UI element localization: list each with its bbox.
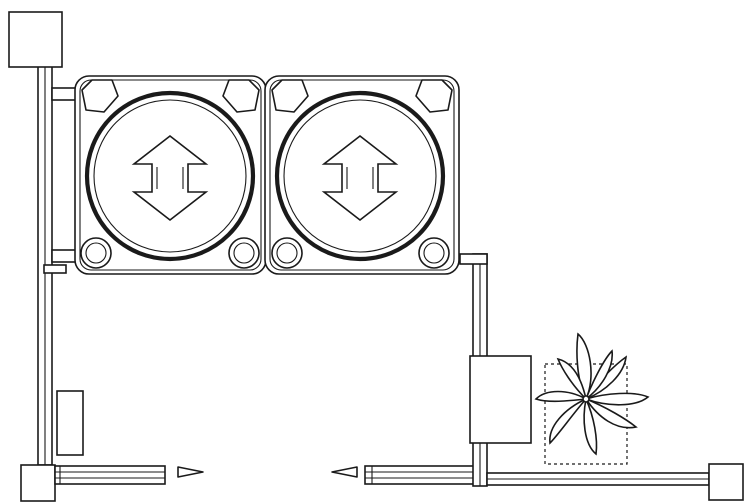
corner-pad [222, 79, 260, 113]
roller-left [271, 237, 303, 269]
plant-icon [534, 332, 650, 456]
junction-box-bottom-right [708, 463, 744, 501]
flow-arrow-right-icon [177, 466, 204, 478]
left-branch-connectors [43, 87, 77, 274]
roller-right [418, 237, 450, 269]
wall-panel [56, 390, 84, 456]
air-handler-unit-1 [74, 75, 267, 275]
planter [544, 363, 628, 465]
flow-arrow-left-icon [331, 466, 358, 478]
junction-box-bottom-left [20, 464, 56, 502]
corner-pad [415, 79, 453, 113]
right-horizontal-pipe [486, 472, 710, 486]
air-handler-unit-2 [264, 75, 460, 275]
bottom-right-duct [364, 465, 479, 485]
side-cabinet [469, 355, 532, 444]
double-arrow-vertical-icon [321, 134, 399, 222]
bottom-left-duct [54, 465, 166, 485]
corner-pad [271, 79, 309, 113]
junction-box-top-left [8, 11, 63, 68]
double-arrow-vertical-icon [131, 134, 209, 222]
corner-pad [81, 79, 119, 113]
roller-right [228, 237, 260, 269]
roller-left [80, 237, 112, 269]
